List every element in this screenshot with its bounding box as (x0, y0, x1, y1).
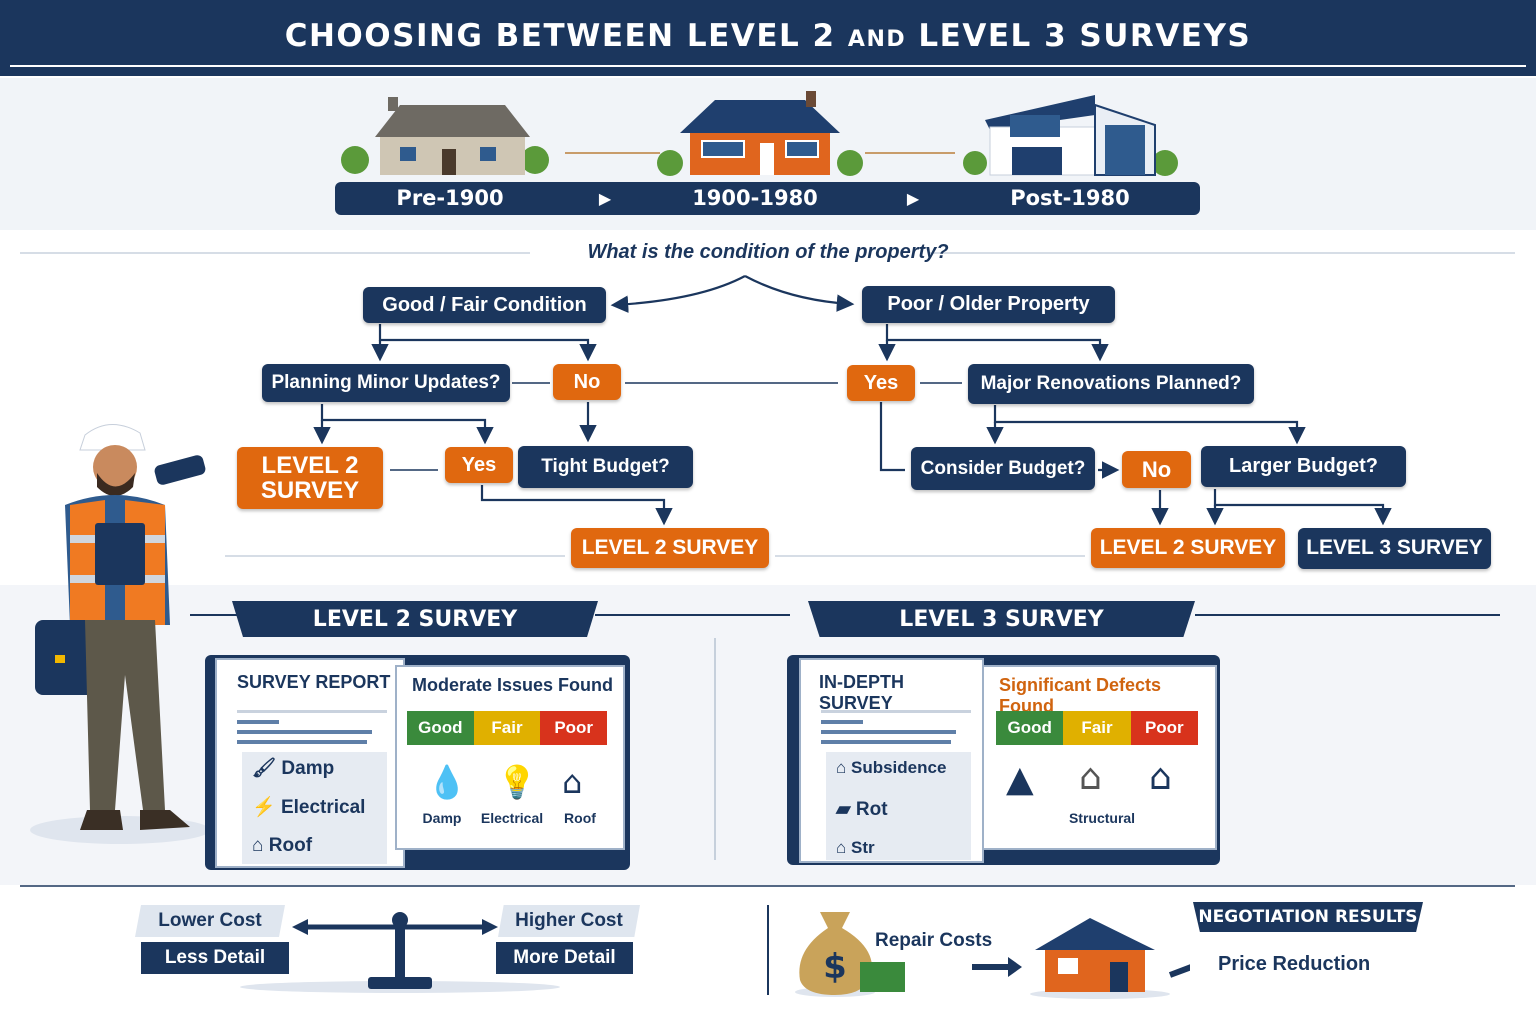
lower-cost-tag: Lower Cost (135, 905, 285, 937)
poor-older-property-box: Poor / Older Property (862, 286, 1115, 323)
electrical-icon: ⚡ (252, 797, 281, 818)
header-rule (10, 65, 1526, 67)
level2-banner: LEVEL 2 SURVEY (232, 601, 598, 637)
rating-poor: Poor (1130, 711, 1198, 745)
report-page: SURVEY REPORT 🖌 Damp ⚡ Electrical ⌂ Roof (215, 658, 405, 868)
rating-good: Good (996, 711, 1064, 745)
report-title: SURVEY REPORT (237, 672, 391, 692)
rating-fair: Fair (1063, 711, 1131, 745)
rating-good: Good (407, 711, 474, 745)
findings-page: Significant Defects Found Good Fair Poor… (982, 665, 1217, 850)
dollar-icon: $ (823, 947, 847, 987)
report-item-damp: 🖌 Damp (252, 758, 335, 779)
rating-fair: Fair (473, 711, 541, 745)
repair-to-house-illustration: $ (795, 912, 1190, 999)
damp-icon: 💧 (427, 763, 467, 801)
report-item-roof: ⌂ Roof (252, 835, 313, 856)
stone-cottage-icon (341, 97, 549, 175)
consider-budget-box: Consider Budget? (911, 447, 1095, 490)
report-item-rot: ▰ Rot (836, 799, 888, 820)
house-icon: ⌂ (562, 763, 583, 801)
price-reduction-label: Price Reduction (1218, 953, 1371, 975)
house-icon: ⌂ (1149, 757, 1172, 798)
more-detail-tag: More Detail (496, 942, 633, 974)
yes-box: Yes (445, 447, 513, 483)
result-line: SURVEY (260, 477, 360, 504)
house-icon: ⌂ (836, 838, 851, 857)
findings-page: Moderate Issues Found Good Fair Poor 💧 💡… (395, 665, 625, 850)
rating-poor: Poor (540, 711, 608, 745)
report-item-electrical: ⚡ Electrical (252, 797, 366, 818)
arrow-right-icon: ▶ (598, 189, 612, 208)
level2-report-book: SURVEY REPORT 🖌 Damp ⚡ Electrical ⌂ Roof… (205, 655, 630, 870)
house-icon: ⌂ (1079, 757, 1102, 798)
condition-rating-scale: Good Fair Poor (407, 711, 608, 745)
icon-label: Structural (1068, 810, 1136, 826)
tight-budget-box: Tight Budget? (518, 446, 693, 488)
level3-survey-result: LEVEL 3 SURVEY (1298, 528, 1491, 569)
icon-label: Electrical (480, 810, 544, 826)
icon-label: Damp (422, 810, 462, 826)
level3-banner: LEVEL 3 SURVEY (808, 601, 1195, 637)
damp-icon: 🖌 (252, 758, 282, 779)
report-title: IN-DEPTH SURVEY (819, 672, 904, 713)
condition-question: What is the condition of the property? (587, 241, 949, 263)
arrow-right-icon: ▶ (906, 189, 920, 208)
wood-icon: ▰ (836, 799, 856, 820)
era-timeline: Pre-1900 ▶ 1900-1980 ▶ Post-1980 (335, 182, 1200, 215)
level3-report-book: IN-DEPTH SURVEY ⌂ Subsidence ▰ Rot ⌂ Str… (787, 655, 1220, 865)
higher-cost-tag: Higher Cost (498, 905, 640, 937)
report-page: IN-DEPTH SURVEY ⌂ Subsidence ▰ Rot ⌂ Str (799, 658, 984, 863)
larger-budget-box: Larger Budget? (1201, 446, 1406, 487)
report-item-subsidence: ⌂ Subsidence (836, 758, 947, 777)
icon-label: Roof (564, 810, 596, 826)
level2-survey-result: LEVEL 2 SURVEY (1091, 528, 1285, 568)
report-item-structural: ⌂ Str (836, 838, 875, 857)
condition-rating-scale: Good Fair Poor (996, 711, 1198, 745)
major-renovations-box: Major Renovations Planned? (968, 364, 1254, 404)
house-icon: ⌂ (252, 835, 269, 856)
era-1900-1980: 1900-1980 (692, 186, 818, 210)
surveyor-illustration (30, 424, 210, 844)
lightbulb-icon: 💡 (497, 763, 537, 801)
level2-survey-result: LEVEL 2 SURVEY (571, 528, 769, 568)
yes-box: Yes (847, 365, 915, 401)
era-pre-1900: Pre-1900 (396, 186, 504, 210)
era-post-1980: Post-1980 (1010, 186, 1130, 210)
no-box: No (553, 364, 621, 400)
findings-title: Moderate Issues Found (412, 675, 614, 695)
repair-costs-label: Repair Costs (875, 930, 993, 951)
warning-icon: ▲ (1006, 759, 1034, 800)
brick-house-icon (657, 91, 863, 176)
less-detail-tag: Less Detail (141, 942, 289, 974)
result-line: LEVEL 2 (261, 451, 359, 479)
negotiation-results-banner: NEGOTIATION RESULTS (1193, 902, 1423, 932)
page-title: CHOOSING BETWEEN LEVEL 2 AND LEVEL 3 SUR… (284, 18, 1252, 54)
good-fair-condition-box: Good / Fair Condition (363, 287, 606, 323)
modern-house-icon (963, 95, 1178, 176)
minor-updates-box: Planning Minor Updates? (262, 364, 510, 402)
header-banner: CHOOSING BETWEEN LEVEL 2 AND LEVEL 3 SUR… (0, 0, 1536, 76)
no-box: No (1122, 451, 1191, 488)
balance-scale-icon (240, 912, 560, 993)
house-icon: ⌂ (836, 758, 851, 777)
era-houses-illustration (341, 91, 1178, 176)
